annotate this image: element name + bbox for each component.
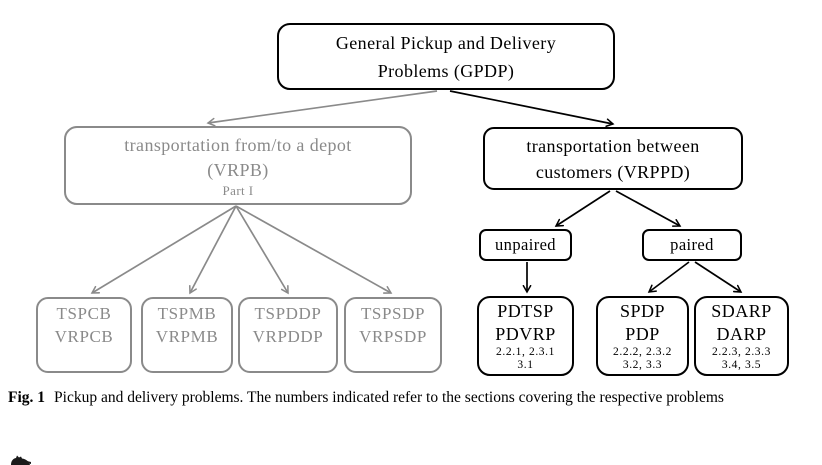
edge-vrppd-paired (615, 190, 682, 227)
leaf-section-refs: 2.2.3, 2.3.3 (712, 346, 771, 358)
node-tspmb-vrpmb: TSPMB VRPMB (141, 297, 233, 373)
edge-vrpb-tspcb (90, 205, 237, 294)
leaf-line: SDARP (711, 301, 772, 321)
node-gpdp-line2: Problems (GPDP) (377, 60, 515, 81)
node-vrpb-part-note: Part I (222, 183, 254, 198)
edge-gpdp-vrppd (449, 90, 615, 128)
node-unpaired-label: unpaired (495, 235, 556, 254)
leaf-section-refs: 2.2.2, 2.3.2 (613, 346, 672, 358)
edge-vrpb-tspsdp (235, 205, 393, 294)
leaf-line: VRPDDP (252, 327, 324, 346)
leaf-line: TSPSDP (360, 304, 426, 323)
node-vrpb: transportation from/to a depot (VRPB) Pa… (64, 126, 412, 205)
publisher-knight-logo-partial-icon (11, 455, 31, 465)
node-gpdp: General Pickup and Delivery Problems (GP… (277, 23, 615, 90)
leaf-line: VRPCB (54, 327, 114, 346)
edge-vrpb-tspmb (188, 205, 237, 295)
gray-branch-edges (90, 90, 438, 295)
node-tspcb-vrpcb: TSPCB VRPCB (36, 297, 132, 373)
leaf-line: DARP (716, 324, 767, 344)
node-vrppd-line1: transportation between (526, 135, 700, 156)
leaf-line: TSPCB (56, 304, 112, 323)
node-unpaired: unpaired (479, 229, 572, 261)
leaf-section-refs: 3.2, 3.3 (622, 359, 663, 371)
node-paired-label: paired (670, 235, 714, 254)
leaf-section-refs: 3.1 (517, 359, 534, 371)
leaf-section-refs: 2.2.1, 2.3.1 (496, 346, 555, 358)
leaf-line: PDTSP (497, 301, 554, 321)
black-branch-edges (449, 90, 743, 294)
node-vrpb-line2: (VRPB) (207, 160, 269, 180)
leaf-line: PDVRP (495, 324, 556, 344)
node-vrppd-line2: customers (VRPPD) (535, 161, 691, 182)
leaf-section-refs: 3.4, 3.5 (721, 359, 762, 371)
leaf-line: VRPSDP (359, 327, 427, 346)
node-tspsdp-vrpsdp: TSPSDP VRPSDP (344, 297, 442, 373)
edge-vrpb-tspddp (235, 205, 289, 295)
node-tspddp-vrpddp: TSPDDP VRPDDP (238, 297, 338, 373)
leaf-line: TSPMB (157, 304, 217, 323)
node-spdp-pdp: SPDP PDP 2.2.2, 2.3.2 3.2, 3.3 (596, 296, 689, 376)
edge-gpdp-vrpb (206, 90, 438, 127)
node-sdarp-darp: SDARP DARP 2.2.3, 2.3.3 3.4, 3.5 (694, 296, 789, 376)
edge-paired-spdp (647, 261, 690, 293)
figure-caption-text: Pickup and delivery problems. The number… (54, 389, 724, 406)
node-vrpb-line1: transportation from/to a depot (124, 135, 352, 155)
node-vrppd: transportation between customers (VRPPD) (483, 127, 743, 190)
leaf-line: TSPDDP (254, 304, 322, 323)
leaf-line: PDP (625, 324, 660, 344)
node-paired: paired (642, 229, 742, 261)
node-gpdp-line1: General Pickup and Delivery (335, 32, 557, 53)
node-pdtsp-pdvrp: PDTSP PDVRP 2.2.1, 2.3.1 3.1 (477, 296, 574, 376)
edge-paired-sdarp (694, 261, 743, 293)
leaf-line: VRPMB (155, 327, 219, 346)
figure-caption: Fig. 1 Pickup and delivery problems. The … (8, 387, 808, 408)
figure-caption-label: Fig. 1 (8, 389, 46, 406)
leaf-line: SPDP (619, 301, 666, 321)
edge-vrppd-unpaired (554, 190, 611, 227)
